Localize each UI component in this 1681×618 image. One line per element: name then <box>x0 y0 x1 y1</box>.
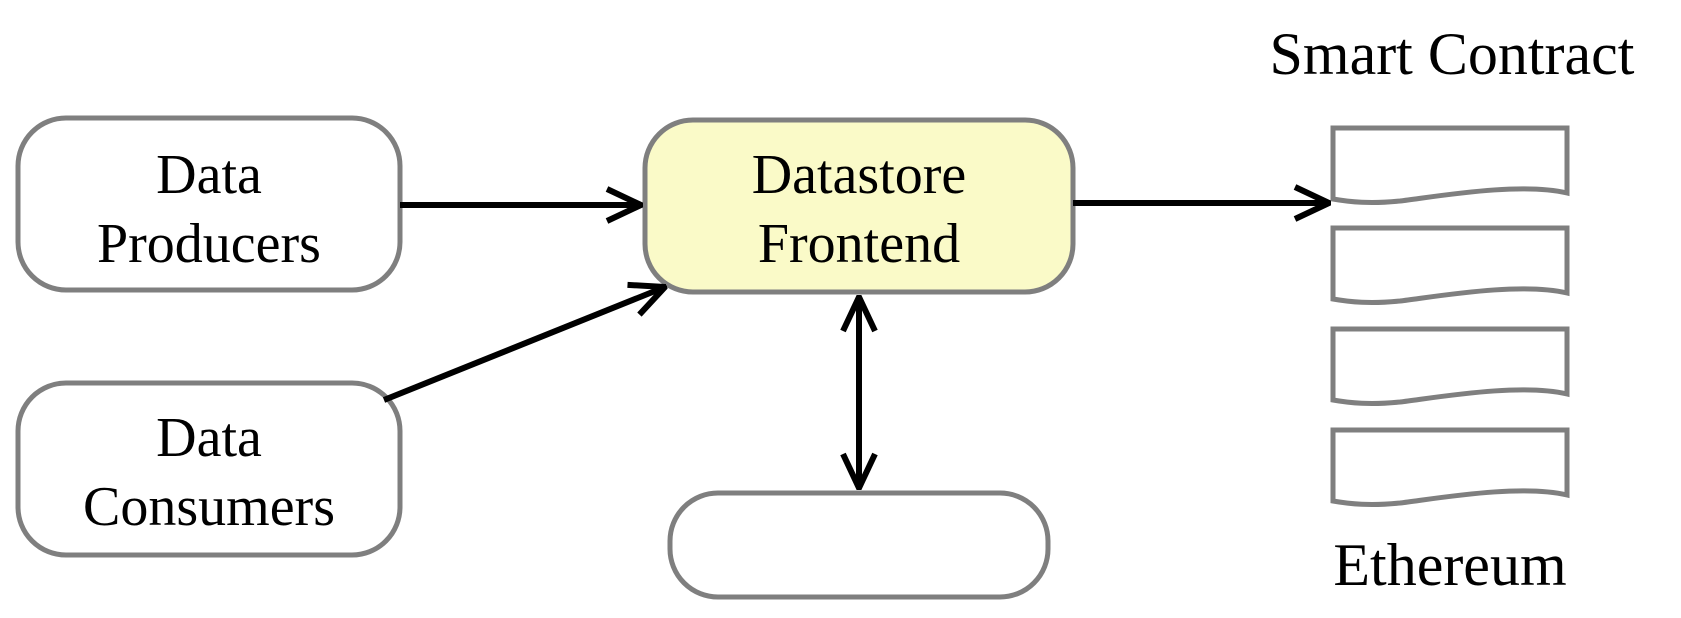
data-producers-label-line1: Data <box>156 144 262 206</box>
datastore-frontend-node: Datastore Frontend <box>642 117 1076 295</box>
contract-block <box>1330 326 1570 406</box>
contract-block <box>1330 427 1570 507</box>
smart-contract-title: Smart Contract <box>1270 21 1635 87</box>
data-consumers-node: Data Consumers <box>15 380 403 558</box>
ipfs-node <box>667 490 1051 600</box>
smart-contract-blocks <box>1330 125 1570 507</box>
data-producers-label-line2: Producers <box>97 213 321 275</box>
data-consumers-box <box>15 380 403 558</box>
datastore-frontend-label-line2: Frontend <box>758 213 960 275</box>
data-consumers-label-line1: Data <box>156 407 262 469</box>
contract-block <box>1330 125 1570 205</box>
data-producers-node: Data Producers <box>15 115 403 293</box>
data-consumers-label-line2: Consumers <box>83 476 335 538</box>
contract-block <box>1330 225 1570 305</box>
ipfs-box <box>667 490 1051 600</box>
arrow-consumers-to-frontend <box>382 287 665 403</box>
ethereum-label: Ethereum <box>1333 532 1566 598</box>
datastore-frontend-label-line1: Datastore <box>752 144 967 206</box>
